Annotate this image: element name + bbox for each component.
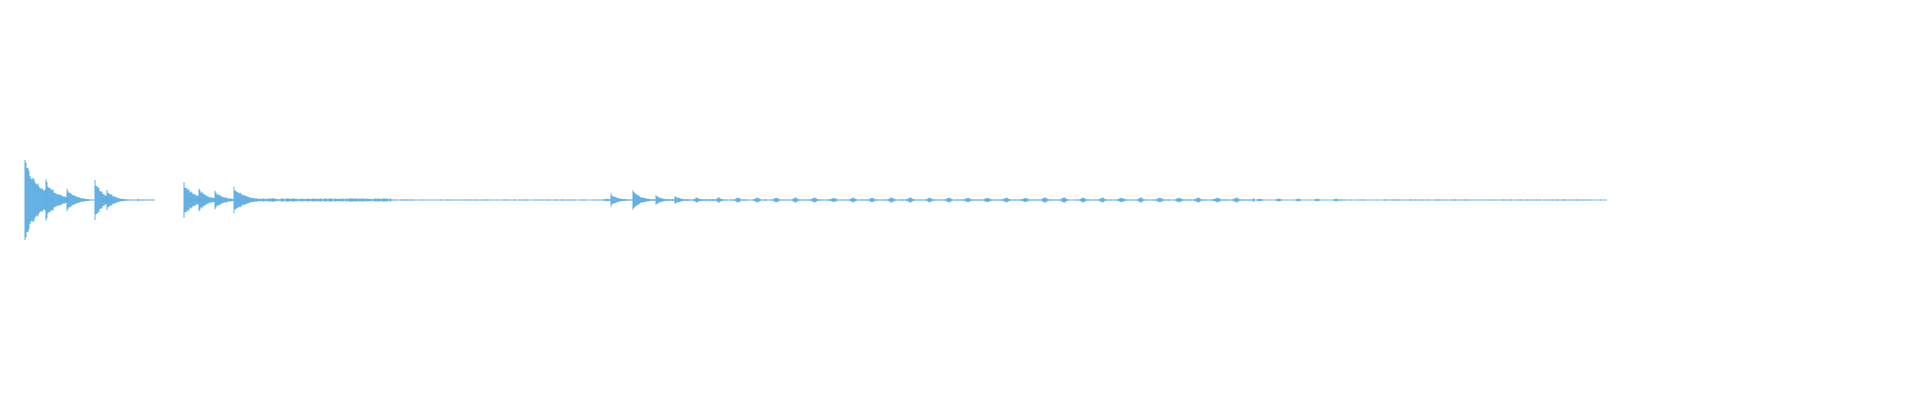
waveform-layer xyxy=(24,160,1607,240)
